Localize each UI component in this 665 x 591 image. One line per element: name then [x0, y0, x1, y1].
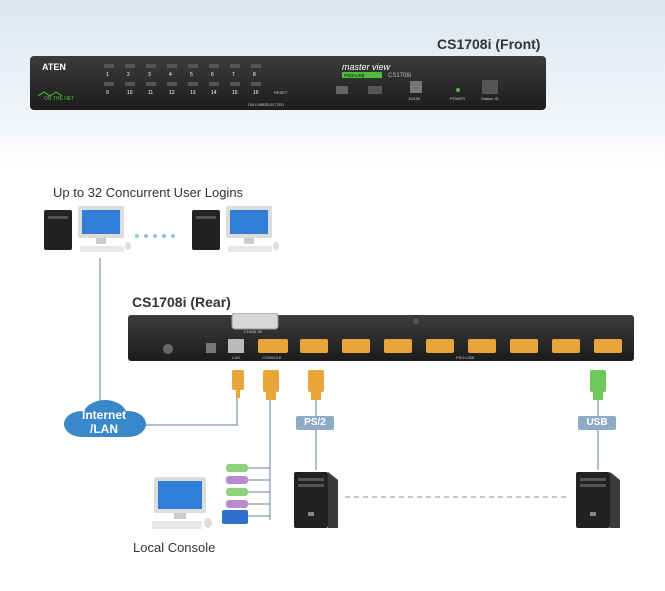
power-jack: [206, 343, 216, 353]
kvm-port-3[interactable]: [384, 339, 412, 353]
product-line-logo: master view: [342, 62, 391, 72]
model-badge: [342, 72, 382, 78]
lan-label: 10/100: [408, 96, 421, 101]
rear-title: CS1708i (Rear): [132, 294, 231, 310]
remote-user-computer-1: [44, 206, 131, 252]
cloud-line-2: /LAN: [90, 422, 118, 436]
on-the-net-label: ON THE NET: [44, 96, 74, 102]
on-the-net-icon: [37, 91, 63, 97]
internet-cloud: Internet /LAN: [64, 400, 146, 437]
vga-plug: [222, 510, 248, 524]
kvm-port-7[interactable]: [552, 339, 580, 353]
online-label: ON LINE: [248, 102, 264, 107]
console-label: CONSOLE: [262, 355, 282, 360]
station-label: Station ID: [481, 96, 499, 101]
chain-label: CHAIN IN: [244, 329, 262, 334]
port-bottom-number-11: 11: [148, 90, 153, 96]
port-bottom-button-10[interactable]: [125, 82, 135, 86]
kvm-port-8[interactable]: [594, 339, 622, 353]
ps2-mouse-plug: [226, 476, 248, 484]
port-top-button-8[interactable]: [251, 64, 261, 68]
port-top-number-2: 2: [127, 72, 130, 78]
port-bottom-button-16[interactable]: [251, 82, 261, 86]
lan-port-front: [410, 81, 422, 93]
kvm-port-1[interactable]: [300, 339, 328, 353]
ps2-keyboard-plug: [226, 464, 248, 472]
station-id-display: [482, 80, 498, 94]
port-top-button-2[interactable]: [125, 64, 135, 68]
speaker-plug: [226, 488, 248, 496]
console-cable-connector: [263, 370, 279, 400]
kvm-port-2[interactable]: [342, 339, 370, 353]
port-top-number-3: 3: [148, 72, 151, 78]
port-bottom-button-11[interactable]: [146, 82, 156, 86]
front-title: CS1708i (Front): [437, 36, 541, 52]
port-bottom-button-12[interactable]: [167, 82, 177, 86]
lan-port-rear: [228, 339, 244, 353]
local-console-caption: Local Console: [133, 540, 216, 555]
port-bottom-button-9[interactable]: [104, 82, 114, 86]
port-top-number-8: 8: [253, 72, 256, 78]
brand-logo: ATEN: [42, 62, 66, 72]
ground-terminal: [163, 344, 173, 354]
ps2-tag: PS/2: [296, 416, 334, 430]
port-bottom-number-16: 16: [253, 90, 259, 96]
rear-panel: CHAIN IN LAN CONSOLE PS/2-USB: [128, 313, 634, 361]
ground-screw: [413, 318, 419, 324]
model-text: CS1708i: [388, 73, 411, 79]
lan-cable-connector: [232, 370, 244, 398]
port-top-button-7[interactable]: [230, 64, 240, 68]
port-top-number-6: 6: [211, 72, 214, 78]
port-bottom-button-13[interactable]: [188, 82, 198, 86]
port-top-button-1[interactable]: [104, 64, 114, 68]
server-computer-usb: [576, 472, 620, 528]
local-console-monitor: [152, 477, 212, 529]
kvm-port-6[interactable]: [510, 339, 538, 353]
rear-lan-label: LAN: [232, 355, 240, 360]
port-bottom-number-12: 12: [169, 90, 175, 96]
port-top-button-5[interactable]: [188, 64, 198, 68]
port-bottom-number-13: 13: [190, 90, 196, 96]
usb-tag: USB: [578, 416, 616, 430]
server-computer-ps2: [294, 472, 338, 528]
cloud-line-1: Internet: [82, 408, 126, 422]
users-caption: Up to 32 Concurrent User Logins: [53, 185, 244, 200]
kvm-port-4[interactable]: [426, 339, 454, 353]
power-led: [456, 88, 460, 92]
port-bottom-button-14[interactable]: [209, 82, 219, 86]
mic-plug: [226, 500, 248, 508]
ps2-cable-connector: [308, 370, 324, 400]
console-port: [258, 339, 288, 353]
console-plugs: [222, 464, 248, 524]
remote-user-computer-2: [192, 206, 279, 252]
usb-cable-connector: [590, 370, 606, 400]
port-top-number-7: 7: [232, 72, 235, 78]
dotted-connector: [135, 234, 175, 238]
selected-label: SELECTED: [263, 102, 284, 107]
port-top-number-5: 5: [190, 72, 193, 78]
port-bottom-button-15[interactable]: [230, 82, 240, 86]
usb-port-icon: [336, 86, 348, 94]
ps2usb-label: PS/2-USB: [456, 355, 475, 360]
port-bottom-number-15: 15: [232, 90, 238, 96]
port-top-button-3[interactable]: [146, 64, 156, 68]
port-top-number-4: 4: [169, 72, 172, 78]
port-top-button-6[interactable]: [209, 64, 219, 68]
kvm-port-5[interactable]: [468, 339, 496, 353]
model-badge-text: PS/2-USB: [344, 73, 365, 78]
usb-port-front: [368, 86, 382, 94]
port-top-number-1: 1: [106, 72, 109, 78]
reset-label: RESET: [274, 90, 288, 95]
port-bottom-number-10: 10: [127, 90, 133, 96]
port-bottom-number-9: 9: [106, 90, 109, 96]
port-top-button-4[interactable]: [167, 64, 177, 68]
port-bottom-number-14: 14: [211, 90, 217, 96]
daisy-chain-port: [231, 313, 279, 330]
power-label: POWER: [450, 96, 465, 101]
